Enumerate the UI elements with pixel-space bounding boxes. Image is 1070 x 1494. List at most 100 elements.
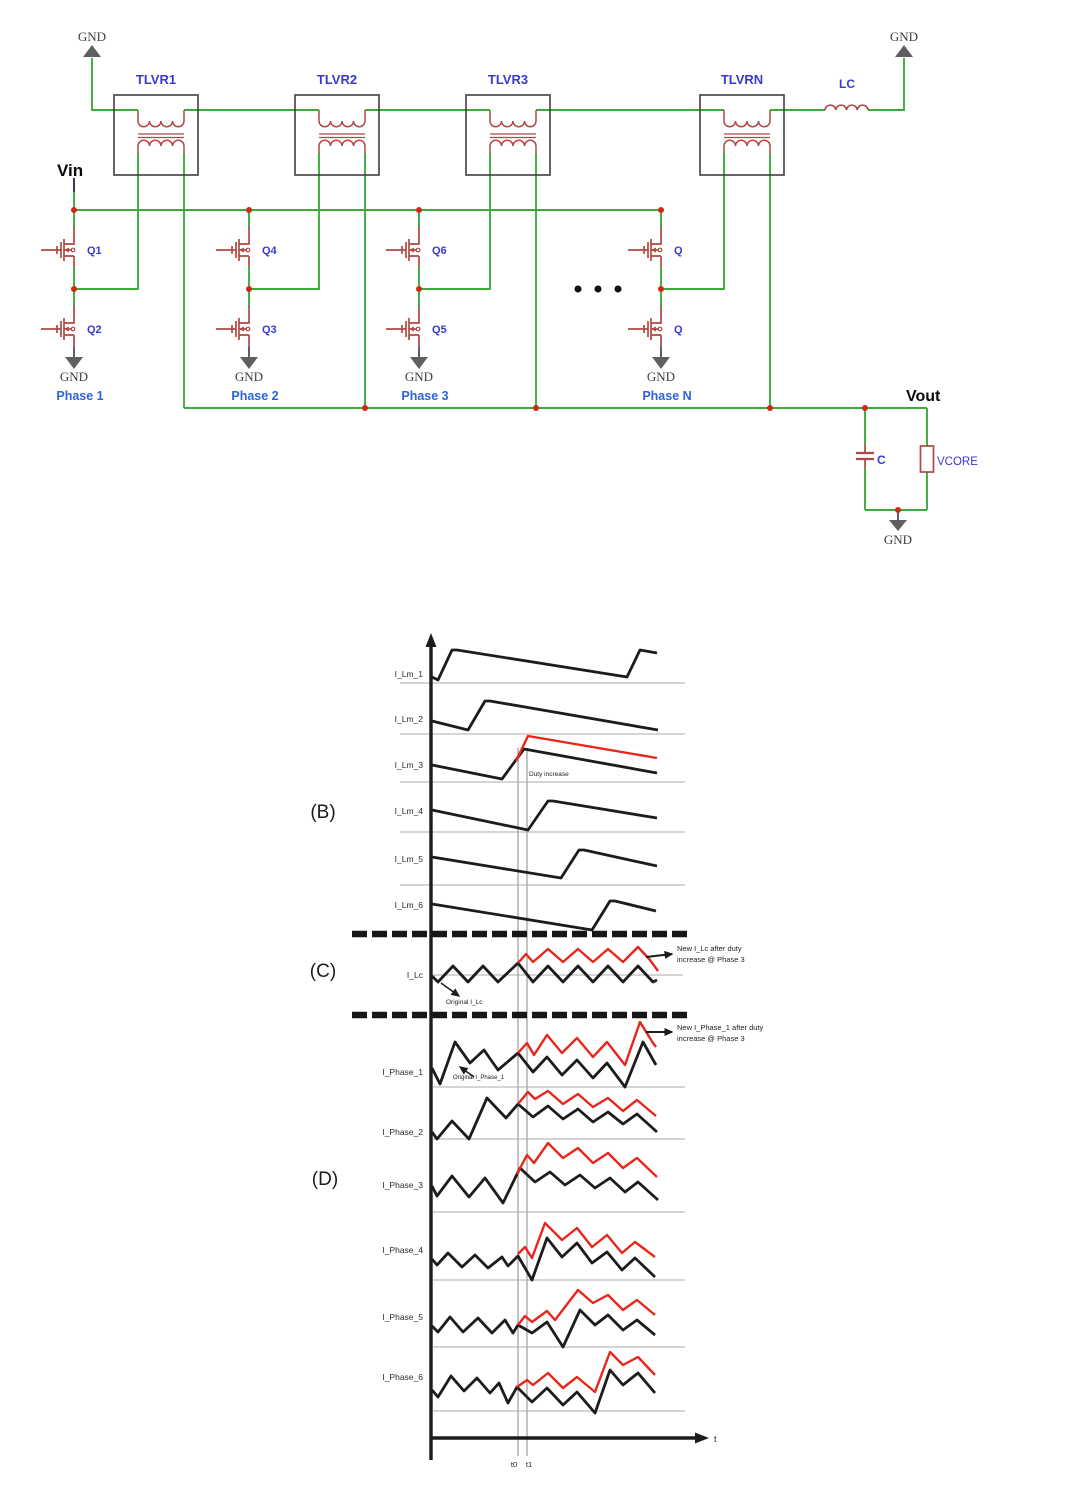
mosfet-drain [409, 227, 420, 245]
gnd-label: GND [405, 369, 433, 384]
mosfet-body-dot [70, 326, 76, 332]
secondary-winding [318, 110, 366, 128]
trace-label: I_Lm_3 [395, 760, 424, 770]
gnd-label: GND [78, 29, 106, 44]
t0-label: t0 [511, 1460, 517, 1469]
mosfet-body-arrow-icon [239, 247, 244, 253]
mosfet-label: Q2 [87, 324, 102, 336]
trace-label: I_Phase_6 [382, 1372, 423, 1382]
mosfet-label: Q1 [87, 245, 102, 257]
trace-label: I_Phase_1 [382, 1067, 423, 1077]
trace-black [431, 1308, 656, 1349]
gnd-arrow-icon [83, 45, 101, 57]
cap-label: C [877, 453, 886, 467]
original-iphase1-annotation: Original I_Phase_1 [453, 1075, 505, 1081]
transformer-tlvr3: TLVR3 [465, 72, 551, 176]
mosfet-body-arrow-icon [64, 326, 69, 332]
junction-dot [767, 405, 773, 411]
mosfet-source [651, 334, 662, 347]
trace-red [517, 945, 659, 972]
junction-dot [246, 207, 252, 213]
trace-black [430, 1368, 657, 1415]
junction-dot [71, 207, 77, 213]
transformer-tlvr1: TLVR1 [113, 72, 199, 176]
mosfet-drain [651, 227, 662, 245]
trace-label: I_Phase_2 [382, 1127, 423, 1137]
ellipsis-dot [614, 285, 622, 293]
trace-black [431, 799, 658, 832]
phase-label: Phase 3 [401, 389, 448, 403]
mosfet-source [651, 255, 662, 268]
trace-black [430, 1040, 658, 1089]
mosfet-body-dot [245, 326, 251, 332]
junction-dot [895, 507, 901, 513]
trace-red [517, 1288, 656, 1326]
gnd-top-right: GND [890, 29, 918, 57]
new-iphase1-annotation: New I_Phase_1 after duty [677, 1023, 764, 1032]
trace-black [431, 699, 659, 732]
transformer-box [294, 94, 380, 176]
secondary-winding [489, 110, 537, 128]
trace-label: I_Lm_4 [395, 806, 424, 816]
gnd-label: GND [884, 532, 912, 547]
phase-label: Phase N [642, 389, 691, 403]
trace-label: I_Phase_3 [382, 1180, 423, 1190]
mosfet-body-dot [415, 247, 421, 253]
junction-dot [362, 405, 368, 411]
section-c-label: (C) [310, 961, 336, 982]
original-ilc-annotation-arrow [440, 982, 461, 997]
mosfet-body-dot [415, 326, 421, 332]
mosfet-source [409, 255, 420, 268]
junction-dot [416, 286, 422, 292]
gnd-arrow-icon [889, 520, 907, 531]
mosfet-body-arrow-icon [651, 326, 656, 332]
mosfet-body-dot [70, 247, 76, 253]
y-axis-arrow-icon [425, 633, 437, 647]
secondary-winding [723, 110, 771, 128]
trace-red [517, 1020, 657, 1067]
trace-red [517, 1221, 656, 1260]
trace-black [430, 1096, 658, 1141]
mosfet-label: Q [674, 245, 683, 257]
t1-label: t1 [526, 1460, 532, 1469]
gnd-label: GND [235, 369, 263, 384]
mosfet-drain [239, 306, 250, 324]
mosfet-source [409, 334, 420, 347]
lc-label: LC [839, 77, 855, 91]
gnd-arrow-icon [240, 357, 258, 369]
vout-label: Vout [906, 388, 941, 405]
trace-black [431, 648, 658, 682]
junction-dot [416, 207, 422, 213]
gnd-arrow-icon [410, 357, 428, 369]
transformer-tlvrn: TLVRN [699, 72, 785, 176]
wave-section-b: I_Lm_1I_Lm_2I_Lm_3I_Lm_4I_Lm_5I_Lm_6 [395, 648, 685, 932]
trace-black [431, 961, 658, 984]
mosfet-body-arrow-icon [64, 247, 69, 253]
time-axis-label: t [714, 1434, 717, 1444]
secondary-winding [137, 110, 185, 128]
trace-label: I_Lm_6 [395, 900, 424, 910]
wire [249, 153, 320, 290]
mosfet-label: Q6 [432, 245, 447, 257]
trace-black [430, 1166, 659, 1205]
mosfet-body-arrow-icon [239, 326, 244, 332]
trace-label: I_Lm_2 [395, 714, 424, 724]
phase-label: Phase 1 [56, 389, 103, 403]
junction-dot [533, 405, 539, 411]
ellipsis-dot [594, 285, 602, 293]
gnd-label: GND [60, 369, 88, 384]
gnd-arrow-icon [652, 357, 670, 369]
trace-label: I_Lm_1 [395, 669, 424, 679]
gnd-top-left: GND [78, 29, 106, 57]
mosfet-label: Q3 [262, 324, 277, 336]
transformer-label: TLVRN [721, 72, 763, 87]
new-ilc-annotation: New I_Lc after duty [677, 944, 742, 953]
transformer-label: TLVR3 [488, 72, 528, 87]
mosfet-drain [409, 306, 420, 324]
mosfet-body-dot [657, 326, 663, 332]
